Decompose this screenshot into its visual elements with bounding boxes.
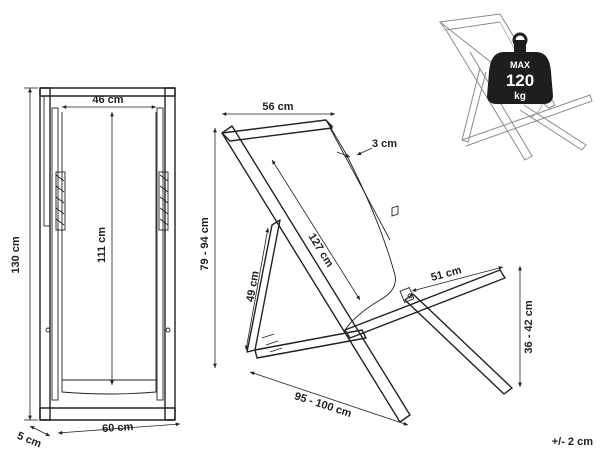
thumb-support-leg xyxy=(519,104,587,151)
label-side-seat-height: 36 - 42 cm xyxy=(523,300,535,353)
dim-line-95-100 xyxy=(249,371,409,426)
label-side-bar-thickness: 3 cm xyxy=(372,138,397,150)
weight-max-label: MAX xyxy=(510,60,530,70)
thumb-seat-bar xyxy=(461,94,593,147)
front-dimensions xyxy=(24,87,181,437)
dim-line-51 xyxy=(411,266,504,292)
side-support-leg xyxy=(404,293,513,395)
front-bottom-bar xyxy=(39,407,176,421)
front-right-rail xyxy=(164,87,176,421)
label-front-height-total: 130 cm xyxy=(10,236,22,274)
dim-line-3-b xyxy=(356,147,373,156)
side-dimensions xyxy=(213,112,522,426)
weight-icon: MAX 120 kg xyxy=(487,32,553,104)
label-side-top-width: 56 cm xyxy=(262,101,293,113)
front-view-chair xyxy=(39,87,176,421)
side-view-chair xyxy=(221,119,513,423)
front-pin-right xyxy=(165,327,171,333)
front-fabric xyxy=(61,112,157,395)
front-left-notches xyxy=(55,171,66,231)
side-pin xyxy=(407,293,413,299)
front-right-notches xyxy=(158,171,169,231)
label-side-height-range: 79 - 94 cm xyxy=(199,217,211,270)
weight-unit: kg xyxy=(514,91,526,102)
side-fabric-curve xyxy=(325,119,396,331)
dim-line-3-a xyxy=(336,151,351,158)
front-left-rail xyxy=(39,87,51,421)
front-inner-right xyxy=(156,107,164,401)
label-side-back-leg: 49 cm xyxy=(244,270,261,303)
side-seat-bar xyxy=(344,269,506,339)
label-front-seat-length: 111 cm xyxy=(96,227,108,263)
dim-line-5 xyxy=(29,425,51,437)
label-front-base-width: 60 cm xyxy=(102,421,134,435)
side-rear-notches xyxy=(261,333,283,353)
weight-value: 120 xyxy=(506,71,534,90)
front-inner-left xyxy=(51,107,59,401)
side-clip xyxy=(391,205,399,217)
front-left-back-bar xyxy=(43,95,51,227)
dim-line-127 xyxy=(271,159,361,301)
side-lower-rail xyxy=(254,329,367,359)
side-top-joint xyxy=(325,119,334,128)
thumb-rear-leg xyxy=(461,67,487,143)
label-side-footprint: 95 - 100 cm xyxy=(293,390,353,420)
dim-line-60 xyxy=(57,422,181,435)
side-rear-rail xyxy=(329,127,391,241)
side-hinge-block xyxy=(399,286,415,304)
front-pin-left xyxy=(45,327,51,333)
label-front-base-depth: 5 cm xyxy=(15,430,43,451)
dim-line-49 xyxy=(244,227,270,351)
label-side-seat-depth: 51 cm xyxy=(430,264,463,284)
label-front-width-top: 46 cm xyxy=(92,94,123,106)
side-top-bar xyxy=(221,119,333,142)
side-front-leg xyxy=(221,125,411,423)
front-top-bar xyxy=(39,87,176,97)
tolerance-note: +/- 2 cm xyxy=(552,436,593,448)
